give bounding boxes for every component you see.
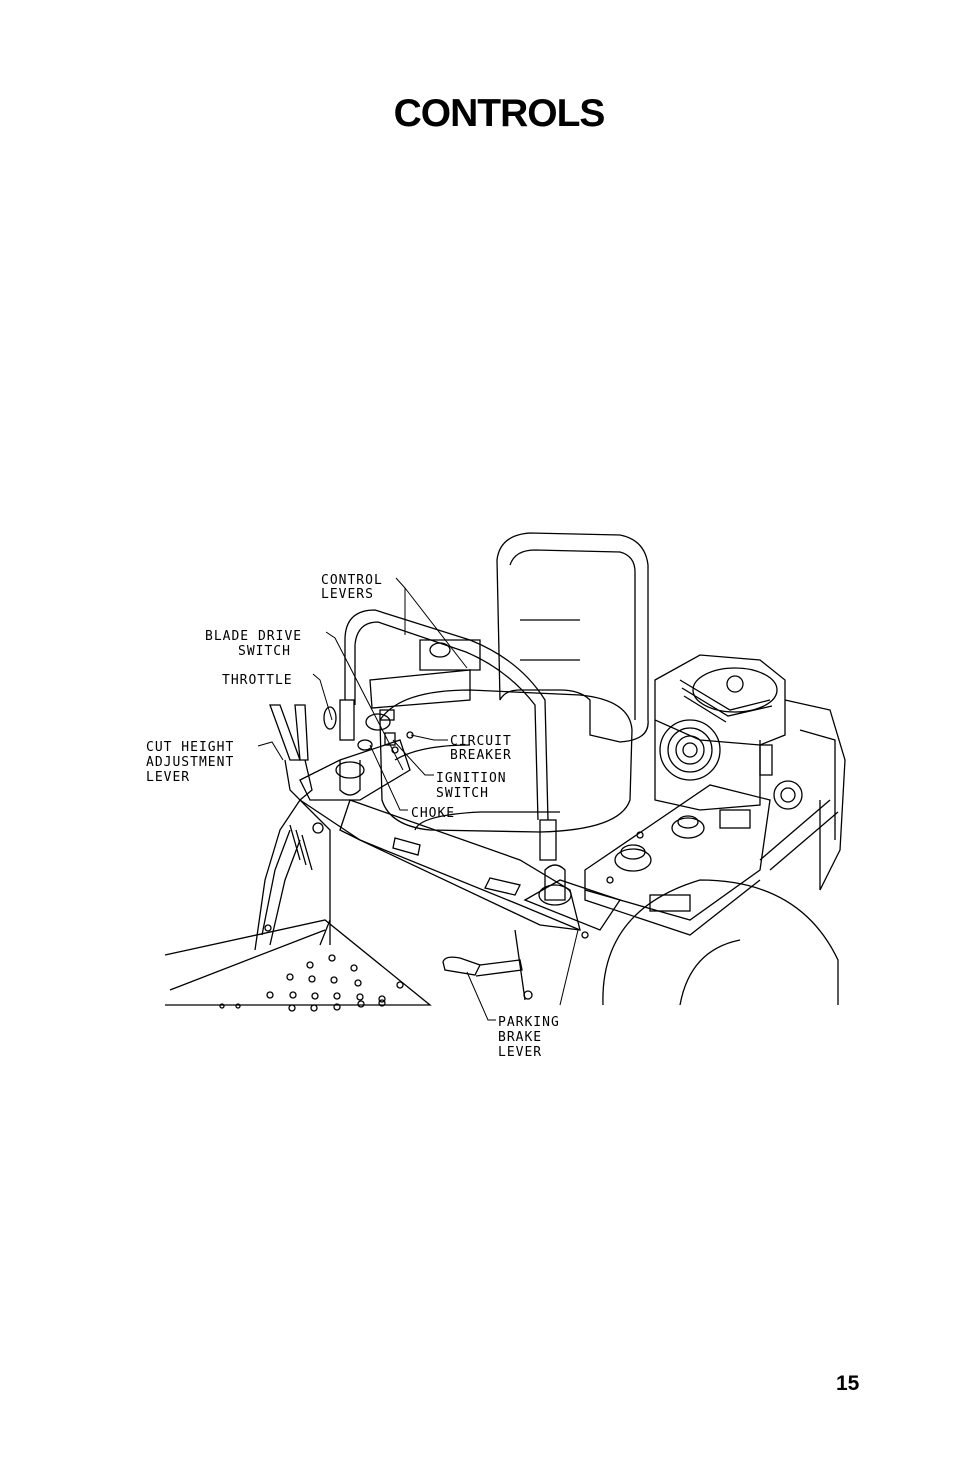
page-title: CONTROLS bbox=[393, 92, 606, 135]
label-circuit-breaker-1: CIRCUIT bbox=[450, 734, 512, 749]
roll-bar-illustration bbox=[339, 609, 557, 861]
rear-tire-illustration bbox=[602, 879, 839, 1006]
label-control-levers-1: CONTROL bbox=[321, 573, 383, 588]
label-cut-height-1: CUT HEIGHT bbox=[146, 740, 234, 755]
page-number: 15 bbox=[836, 1372, 860, 1395]
label-cut-height-3: LEVER bbox=[146, 770, 190, 785]
label-circuit-breaker-2: BREAKER bbox=[450, 748, 512, 763]
engine-illustration bbox=[654, 654, 846, 891]
label-ignition-switch-2: SWITCH bbox=[436, 786, 489, 801]
label-parking-brake-1: PARKING bbox=[498, 1015, 560, 1030]
label-parking-brake-3: LEVER bbox=[498, 1045, 542, 1060]
label-blade-drive-switch-1: BLADE DRIVE bbox=[205, 629, 302, 644]
frame-illustration bbox=[164, 799, 581, 1006]
parking-brake-lever-illustration bbox=[442, 929, 533, 1001]
fuel-deck-illustration bbox=[584, 784, 771, 936]
label-choke: CHOKE bbox=[411, 806, 455, 821]
leader-lines bbox=[257, 577, 579, 1021]
label-cut-height-2: ADJUSTMENT bbox=[146, 755, 234, 770]
label-throttle: THROTTLE bbox=[222, 673, 293, 688]
label-parking-brake-2: BRAKE bbox=[498, 1030, 542, 1045]
floor-plate-holes bbox=[219, 954, 404, 1012]
label-control-levers-2: LEVERS bbox=[321, 587, 374, 602]
label-blade-drive-switch-2: SWITCH bbox=[238, 644, 291, 659]
seat-illustration bbox=[379, 532, 649, 833]
callout-labels: CONTROL LEVERS BLADE DRIVE SWITCH THROTT… bbox=[146, 573, 560, 1060]
right-console-illustration bbox=[523, 864, 622, 939]
left-console-illustration bbox=[299, 706, 414, 801]
label-ignition-switch-1: IGNITION bbox=[436, 771, 507, 786]
cut-height-lever-illustration bbox=[254, 704, 331, 951]
